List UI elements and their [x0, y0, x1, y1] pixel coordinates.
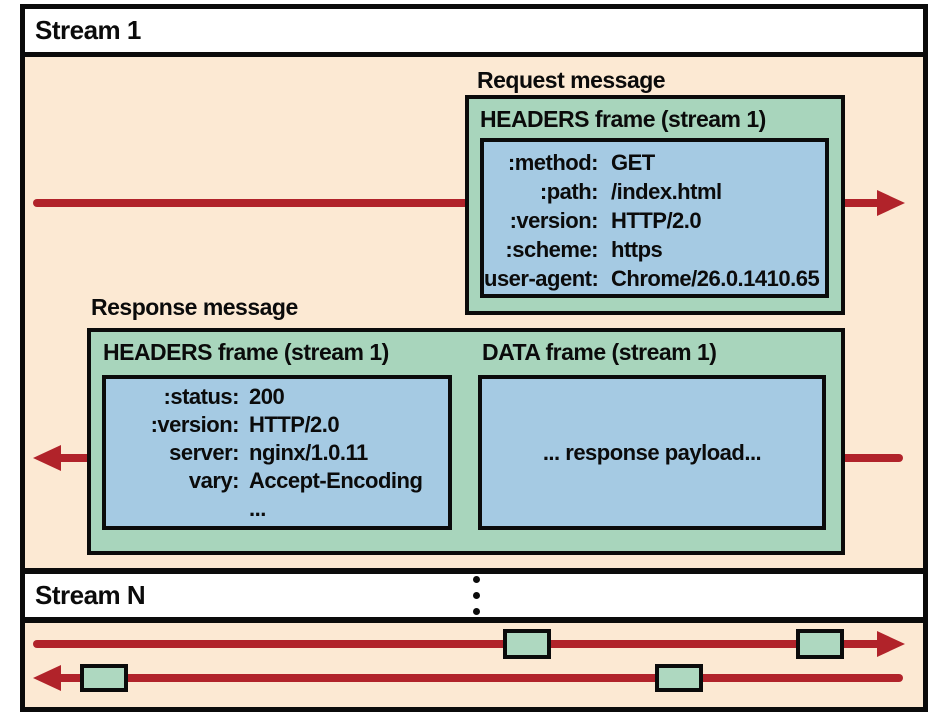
header-value: Chrome/26.0.1410.65: [611, 266, 820, 291]
stream-n-label: Stream N: [35, 580, 146, 610]
stream-1-label-band: Stream 1: [25, 9, 923, 52]
stream-n-arrowhead-left-icon: [33, 665, 61, 691]
response-payload-text: ... response payload...: [542, 439, 762, 465]
request-headers-payload-box: :method: GET :path: /index.html :version…: [480, 138, 829, 298]
frame-chip: [655, 664, 703, 692]
response-arrow-line: [59, 454, 87, 462]
frame-chip: [503, 629, 551, 659]
response-headers-frame-title: HEADERS frame (stream 1): [103, 339, 389, 365]
header-key: :path:: [539, 179, 599, 204]
header-value: nginx/1.0.11: [249, 440, 368, 465]
header-key: :method:: [507, 150, 599, 175]
divider: [25, 52, 923, 57]
header-row: user-agent: Chrome/26.0.1410.65: [484, 264, 825, 293]
figure-frame: Stream 1 Request message HEADERS frame (…: [20, 4, 928, 712]
header-row: :status: 200: [106, 383, 448, 411]
header-value: https: [611, 237, 663, 262]
request-headers-frame-title: HEADERS frame (stream 1): [480, 106, 766, 132]
response-message-label: Response message: [91, 294, 298, 320]
header-row: vary: Accept-Encoding: [106, 467, 448, 495]
request-arrowhead-right-icon: [877, 190, 905, 216]
response-data-frame-title: DATA frame (stream 1): [482, 339, 717, 365]
header-key: server:: [169, 440, 239, 465]
response-headers-payload-box: :status: 200 :version: HTTP/2.0 server: …: [102, 375, 452, 530]
divider: [25, 568, 923, 574]
response-headers-list: :status: 200 :version: HTTP/2.0 server: …: [106, 379, 448, 523]
frame-chip: [80, 664, 128, 692]
header-row: :method: GET: [484, 148, 825, 177]
header-key: vary:: [188, 468, 240, 493]
header-row: :scheme: https: [484, 235, 825, 264]
header-row: :path: /index.html: [484, 177, 825, 206]
header-value: ...: [249, 496, 266, 521]
header-key: :scheme:: [505, 237, 598, 262]
response-frames-box: HEADERS frame (stream 1) DATA frame (str…: [87, 328, 845, 555]
header-value: /index.html: [611, 179, 722, 204]
request-headers-frame-box: HEADERS frame (stream 1) :method: GET :p…: [465, 95, 845, 315]
request-arrow-line: [33, 199, 465, 207]
header-value: HTTP/2.0: [249, 412, 340, 437]
header-value: Accept-Encoding: [249, 468, 423, 493]
header-row: :version: HTTP/2.0: [484, 206, 825, 235]
request-message-label: Request message: [477, 67, 666, 93]
vertical-ellipsis-icon: [471, 574, 481, 617]
header-key: :version:: [509, 208, 599, 233]
header-row: server: nginx/1.0.11: [106, 439, 448, 467]
header-key: :status:: [163, 384, 240, 409]
response-arrow-line: [845, 454, 903, 462]
response-arrowhead-left-icon: [33, 445, 61, 471]
request-headers-list: :method: GET :path: /index.html :version…: [484, 142, 825, 293]
stream-1-content: Request message HEADERS frame (stream 1)…: [25, 57, 923, 568]
header-value: GET: [611, 150, 655, 175]
response-data-payload-box: ... response payload...: [478, 375, 826, 530]
stream-1-label: Stream 1: [35, 15, 141, 45]
request-arrow-line: [845, 199, 879, 207]
frame-chip: [796, 629, 844, 659]
header-row: :version: HTTP/2.0: [106, 411, 448, 439]
header-value: HTTP/2.0: [611, 208, 702, 233]
header-key: user-agent:: [484, 266, 599, 291]
stream-n-arrowhead-right-icon: [877, 631, 905, 657]
stream-n-label-band: Stream N: [25, 574, 923, 617]
stream-n-response-arrow-line: [59, 674, 903, 682]
header-value: 200: [249, 384, 285, 409]
stream-n-request-arrow-line: [33, 640, 879, 648]
header-key: :version:: [150, 412, 240, 437]
header-row: ...: [106, 495, 448, 523]
stream-n-content: [25, 623, 923, 707]
header-key: [106, 495, 239, 523]
divider: [25, 617, 923, 623]
